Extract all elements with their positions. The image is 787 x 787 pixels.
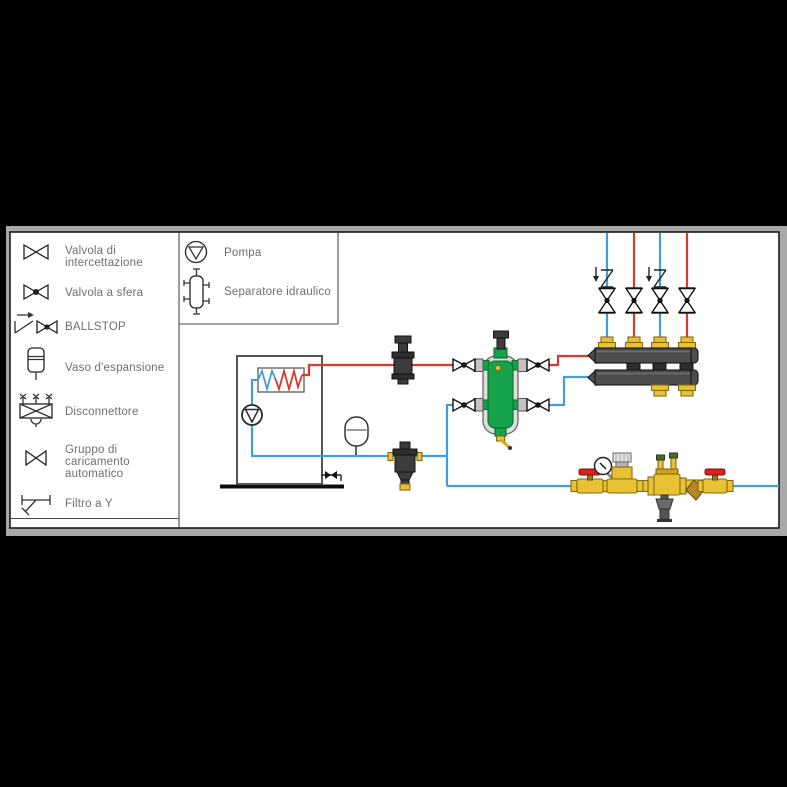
riser-valve-3 xyxy=(650,287,670,314)
hydraulic-separator-icon xyxy=(183,268,210,315)
isolation-valve-top-right xyxy=(526,357,550,373)
legend-label: caricamento xyxy=(65,456,130,468)
filling-group xyxy=(570,452,734,522)
shutoff-valve-icon xyxy=(23,243,49,261)
legend-label: Vaso d'espansione xyxy=(65,362,164,374)
air-separator xyxy=(391,335,415,385)
discharge-funnel xyxy=(655,494,674,522)
legend-label: Valvola a sfera xyxy=(65,287,144,299)
balancing-valve-riser-3 xyxy=(646,267,667,288)
separator-air-vent xyxy=(493,330,509,350)
dirt-separator xyxy=(387,441,423,491)
fill-ball-valve-left xyxy=(570,468,610,494)
pressure-gauge xyxy=(593,456,613,476)
manifold-top-unions xyxy=(597,336,697,350)
backflow-preventer xyxy=(642,452,687,522)
pump-icon xyxy=(184,240,208,264)
fill-ball-valve-right xyxy=(697,468,734,494)
boiler-drain-valve xyxy=(321,471,342,481)
expansion-vessel-icon xyxy=(27,347,45,380)
balancing-valve-riser-1 xyxy=(593,267,614,288)
expansion-vessel xyxy=(344,416,369,455)
riser-balancing-valves xyxy=(593,267,667,288)
backflow-preventer-icon xyxy=(19,393,53,427)
legend-panel: Valvola di intercettazione Valvola a sfe… xyxy=(10,233,339,527)
riser-valve-2 xyxy=(624,287,644,314)
schematic xyxy=(220,233,779,522)
legend-label: automatico xyxy=(65,468,123,480)
legend-label: BALLSTOP xyxy=(65,321,126,333)
legend-label: Gruppo di xyxy=(65,444,117,456)
hydraulic-separator xyxy=(473,330,528,450)
pump xyxy=(241,404,263,426)
riser-valve-4 xyxy=(677,287,697,314)
separator-vent-plug xyxy=(494,364,502,372)
distribution-manifold xyxy=(587,336,699,397)
riser-shutoff-valves xyxy=(597,287,697,314)
isolation-valve-bottom-right xyxy=(526,397,550,413)
legend-label: Disconnettore xyxy=(65,406,139,418)
legend-label: Filtro a Y xyxy=(65,498,113,510)
exchanger-coil-cold xyxy=(257,368,276,393)
manifold-bottom-unions xyxy=(650,384,697,397)
legend-label: Valvola di xyxy=(65,245,116,257)
ground-line xyxy=(220,484,344,489)
ball-valve-icon xyxy=(23,283,49,301)
pressure-reducer xyxy=(593,452,644,494)
flow-pipe-boiler-to-separator xyxy=(302,363,477,377)
legend-label: Pompa xyxy=(224,247,262,259)
legend-label: intercettazione xyxy=(65,257,143,269)
y-strainer-icon xyxy=(21,495,51,516)
isolation-valve-bottom-left xyxy=(452,397,476,413)
filling-unit-icon xyxy=(25,449,47,467)
legend-label: Separatore idraulico xyxy=(224,286,331,298)
isolation-valve-top-left xyxy=(452,357,476,373)
exchanger-coil-hot xyxy=(274,367,303,393)
separator-isolation-valves xyxy=(452,357,550,413)
separator-drain-cock xyxy=(495,435,512,450)
riser-valve-1 xyxy=(597,287,617,314)
ballstop-icon xyxy=(14,312,58,335)
